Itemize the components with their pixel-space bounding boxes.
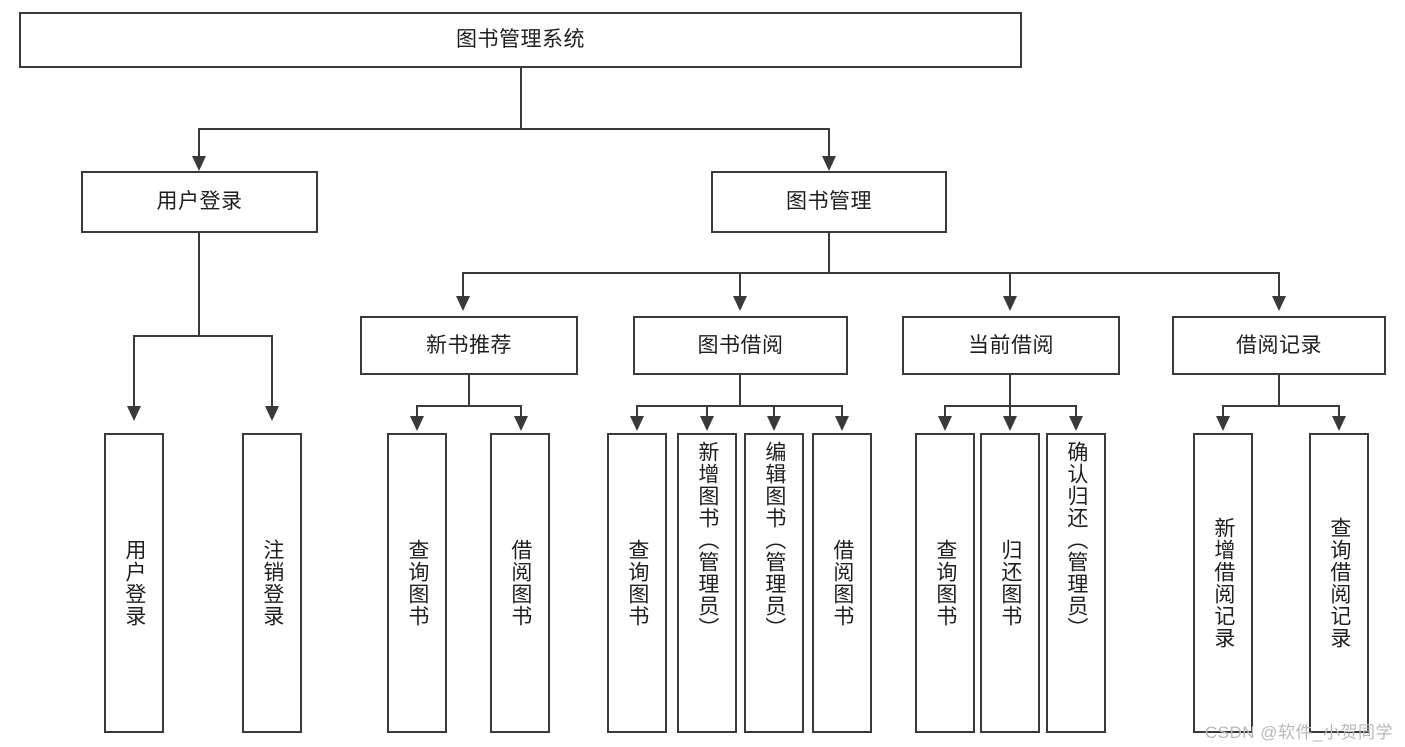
node-book-management[interactable]: 图书管理 [711,171,947,233]
arrow-book-borrow-to-leaf-1 [630,416,644,431]
edge-book-mgmt-stem [828,233,830,272]
edge-book-mgmt-to-record [1278,272,1280,299]
edge-book-borrow-to-leaf-1 [636,405,638,419]
leaf-label: 注销登录 [260,539,284,627]
edge-user-login-bus [133,335,272,337]
leaf-label: 查询图书 [405,539,429,627]
edge-root-stem [520,68,522,128]
edge-user-login-to-leaf-2 [271,335,273,410]
leaf-new-book-query[interactable]: 查询图书 [387,433,447,733]
leaf-current-borrow-confirm[interactable]: 确认归还（管理员） [1046,433,1106,733]
edge-borrow-record-to-leaf-1 [1222,405,1224,419]
edge-new-book-to-leaf-2 [520,405,522,419]
node-user-login[interactable]: 用户登录 [81,171,318,233]
arrow-book-borrow-to-leaf-4 [835,416,849,431]
arrow-new-book-to-leaf-1 [410,416,424,431]
edge-current-borrow-stem [1009,375,1011,405]
edge-book-borrow-to-leaf-3 [773,405,775,419]
leaf-label: 查询借阅记录 [1327,517,1351,649]
node-label: 图书管理 [786,190,872,214]
leaf-book-borrow-edit[interactable]: 编辑图书（管理员） [744,433,804,733]
edge-current-borrow-to-leaf-1 [944,405,946,419]
node-borrow-record[interactable]: 借阅记录 [1172,316,1386,375]
leaf-book-borrow-borrow[interactable]: 借阅图书 [812,433,872,733]
edge-new-book-bus [416,405,521,407]
leaf-current-borrow-return[interactable]: 归还图书 [980,433,1040,733]
arrow-root-to-user-login [192,156,206,171]
leaf-borrow-record-query[interactable]: 查询借阅记录 [1309,433,1369,733]
edge-root-bus [198,128,830,130]
edge-root-to-user-login [198,128,200,161]
leaf-book-borrow-add[interactable]: 新增图书（管理员） [677,433,737,733]
arrow-user-login-to-leaf-1 [127,406,141,421]
arrow-book-borrow-to-leaf-2 [700,416,714,431]
arrow-root-to-book-mgmt [822,156,836,171]
edge-book-borrow-to-leaf-2 [706,405,708,419]
leaf-label: 新增图书（管理员） [695,441,719,639]
node-new-book-recommend[interactable]: 新书推荐 [360,316,578,375]
arrow-current-borrow-to-leaf-1 [938,416,952,431]
edge-borrow-record-to-leaf-2 [1338,405,1340,419]
edge-book-borrow-bus [636,405,843,407]
arrow-new-book-to-leaf-2 [514,416,528,431]
leaf-label: 编辑图书（管理员） [762,441,786,639]
edge-borrow-record-stem [1278,375,1280,405]
edge-book-mgmt-to-new-book [462,272,464,299]
edge-new-book-to-leaf-1 [416,405,418,419]
arrow-book-mgmt-to-current [1003,296,1017,311]
leaf-label: 用户登录 [122,539,146,627]
edge-user-login-stem [198,233,200,335]
leaf-label: 查询图书 [625,539,649,627]
edge-book-mgmt-bus [462,272,1280,274]
arrow-borrow-record-to-leaf-1 [1216,416,1230,431]
node-current-borrow[interactable]: 当前借阅 [902,316,1120,375]
edge-current-borrow-to-leaf-2 [1009,405,1011,419]
node-root-system[interactable]: 图书管理系统 [19,12,1022,68]
leaf-user-login-logout[interactable]: 注销登录 [242,433,302,733]
edge-user-login-to-leaf-1 [133,335,135,410]
arrow-user-login-to-leaf-2 [265,406,279,421]
node-label: 当前借阅 [968,333,1054,357]
leaf-user-login-login[interactable]: 用户登录 [104,433,164,733]
arrow-book-mgmt-to-borrow [733,296,747,311]
edge-book-mgmt-to-borrow [739,272,741,299]
edge-root-to-book-mgmt [828,128,830,161]
edge-current-borrow-to-leaf-3 [1075,405,1077,419]
arrow-book-borrow-to-leaf-3 [767,416,781,431]
leaf-current-borrow-query[interactable]: 查询图书 [915,433,975,733]
leaf-book-borrow-query[interactable]: 查询图书 [607,433,667,733]
leaf-label: 新增借阅记录 [1211,517,1235,649]
leaf-label: 查询图书 [933,539,957,627]
leaf-label: 借阅图书 [508,539,532,627]
node-label: 借阅记录 [1236,333,1322,357]
leaf-label: 归还图书 [998,539,1022,627]
leaf-label: 确认归还（管理员） [1064,441,1088,639]
arrow-book-mgmt-to-record [1272,296,1286,311]
node-label: 图书借阅 [697,333,784,357]
arrow-current-borrow-to-leaf-3 [1069,416,1083,431]
leaf-borrow-record-add[interactable]: 新增借阅记录 [1193,433,1253,733]
node-label: 用户登录 [156,190,243,214]
edge-book-borrow-to-leaf-4 [841,405,843,419]
edge-book-mgmt-to-current [1009,272,1011,299]
node-label: 图书管理系统 [456,28,585,52]
edge-book-borrow-stem [739,375,741,405]
arrow-current-borrow-to-leaf-2 [1003,416,1017,431]
leaf-label: 借阅图书 [830,539,854,627]
arrow-borrow-record-to-leaf-2 [1332,416,1346,431]
node-label: 新书推荐 [426,333,512,357]
arrow-book-mgmt-to-new-book [456,296,470,311]
leaf-new-book-borrow[interactable]: 借阅图书 [490,433,550,733]
node-book-borrow[interactable]: 图书借阅 [633,316,848,375]
edge-new-book-stem [468,375,470,405]
edge-borrow-record-bus [1222,405,1339,407]
